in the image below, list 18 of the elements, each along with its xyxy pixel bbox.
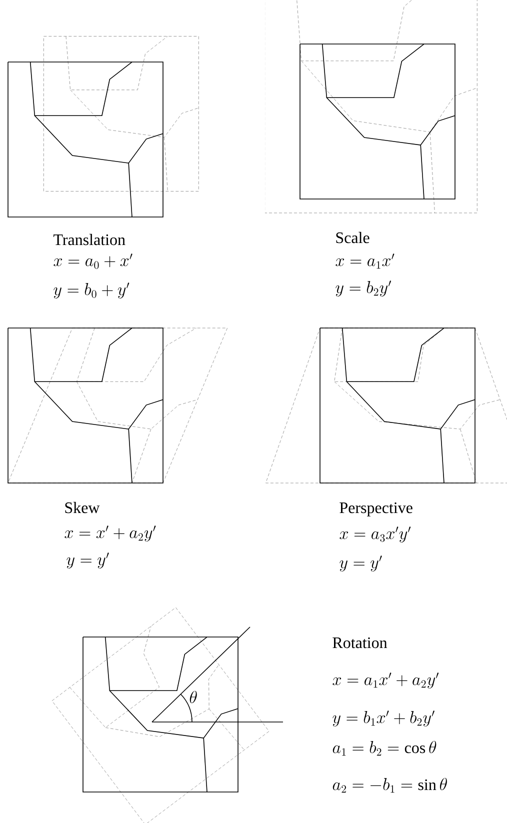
panel-title: Scale	[336, 232, 370, 244]
formula: $\theta$	[190, 690, 197, 704]
formula: $x = a_1 x' + a_2 y'$	[332, 672, 439, 689]
formula: $y = y'$	[66, 552, 109, 569]
formula: $a_1 = b_2 = \cos\theta$	[332, 740, 436, 756]
panel-title: Perspective	[340, 502, 412, 516]
formula: $x = x' + a_2 y'$	[64, 526, 156, 542]
formula: $x = a_3 x' y'$	[340, 526, 411, 543]
panel-title: Skew	[65, 502, 100, 514]
panel-title: Translation	[53, 234, 126, 246]
formula: $y = y'$	[340, 556, 382, 572]
formula: $x = a_0 + x'$	[54, 254, 132, 269]
formula: $a_2 = -b_1 = \sin\theta$	[332, 778, 447, 793]
formula: $y = b_2 y'$	[336, 280, 392, 297]
formula: $y = b_1 x' + b_2 y'$	[332, 710, 434, 727]
formula: $x = a_1 x'$	[336, 254, 394, 269]
formula: $y = b_0 + y'$	[54, 282, 130, 299]
panel-title: Rotation	[332, 637, 388, 648]
